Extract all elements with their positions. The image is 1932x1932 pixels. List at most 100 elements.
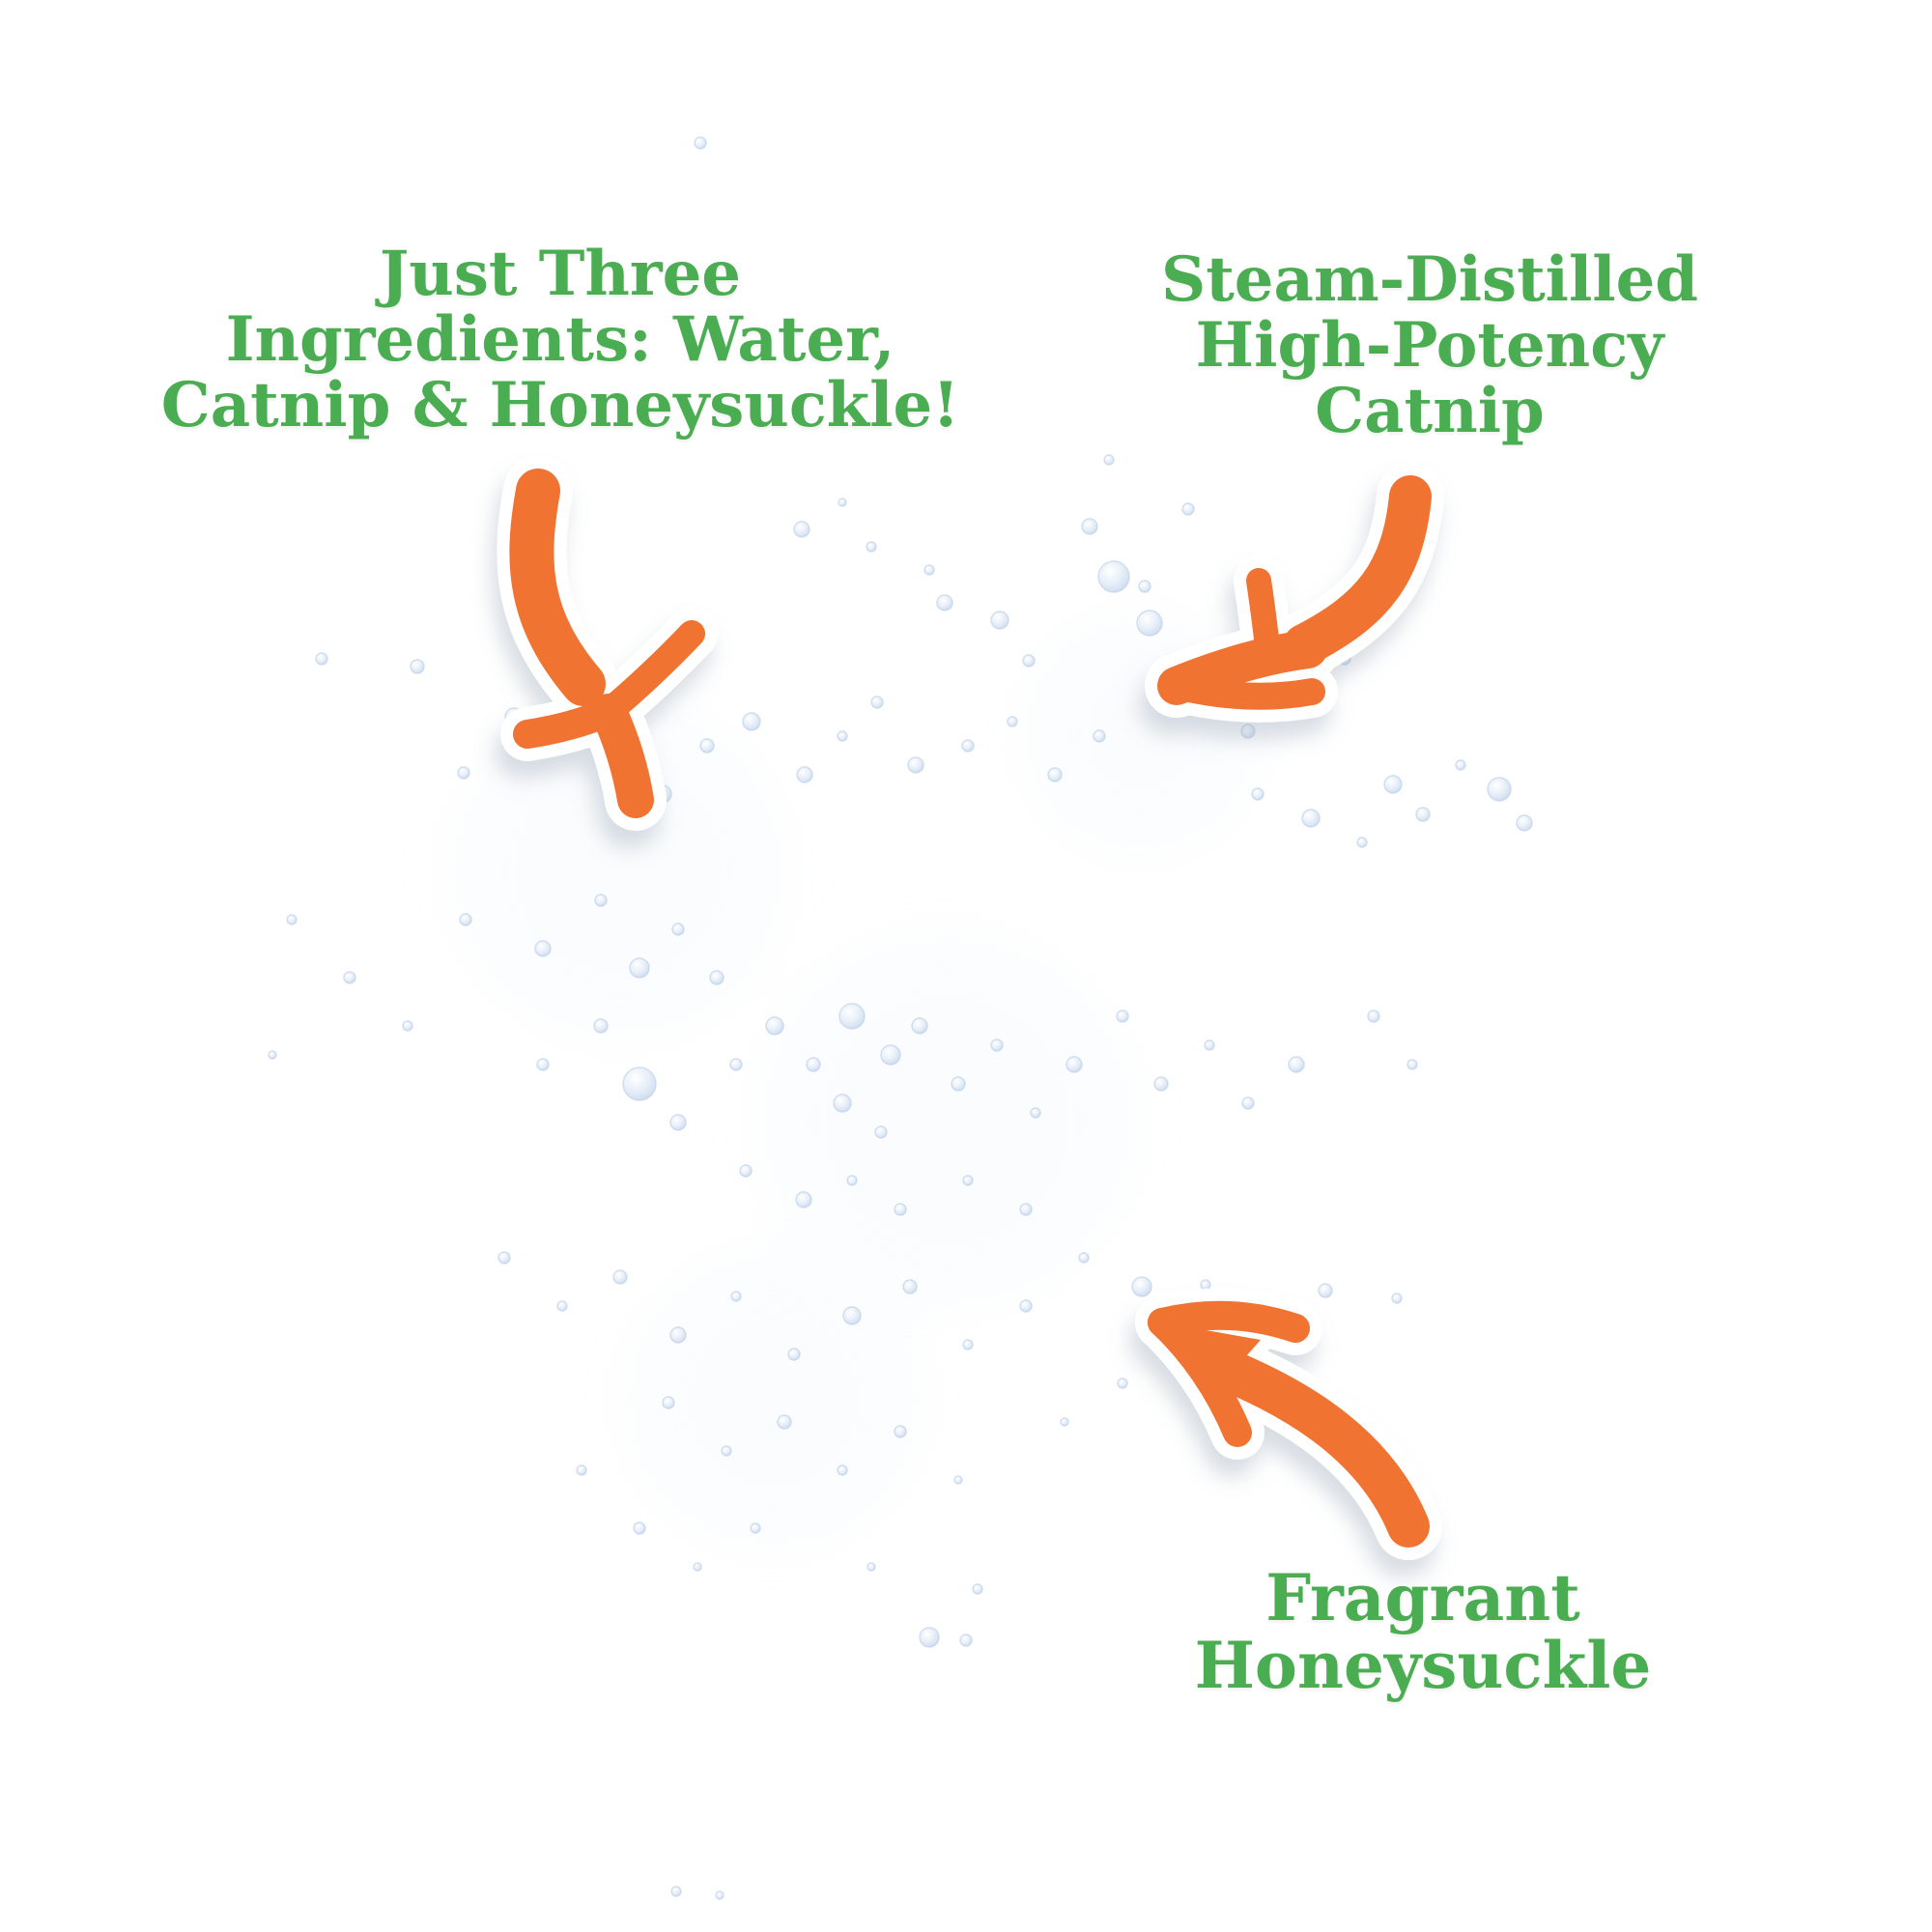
water-droplet [961, 739, 975, 753]
water-droplet [1117, 1378, 1128, 1389]
water-droplet [1022, 654, 1036, 668]
water-droplet [1093, 729, 1106, 743]
water-droplet [1153, 1076, 1169, 1092]
water-droplet [1406, 1059, 1418, 1070]
water-droplet [1251, 787, 1264, 801]
callout-catnip: Steam-Distilled High-Potency Catnip [1092, 247, 1768, 443]
water-droplet [1288, 1056, 1305, 1073]
water-droplet [870, 696, 884, 709]
ingredients-arrow-icon [497, 456, 718, 831]
water-droplet [1487, 777, 1512, 802]
water-droplet [787, 1348, 801, 1361]
water-droplet [669, 1114, 687, 1131]
water-droplet [694, 136, 707, 150]
water-droplet [536, 1058, 550, 1071]
water-droplet [1383, 775, 1403, 794]
water-droplet [1415, 807, 1431, 822]
water-droplet [833, 1094, 852, 1113]
water-droplet [1103, 454, 1115, 466]
water-droplet [699, 738, 715, 753]
water-droplet [315, 652, 328, 666]
water-droplet [907, 756, 924, 774]
water-droplet [866, 541, 877, 553]
water-droplet [842, 1306, 862, 1325]
callout-catnip-line2: High-Potency [1195, 308, 1664, 382]
water-droplet [1081, 518, 1098, 535]
callout-ingredients: Just Three Ingredients: Water, Catnip & … [135, 242, 985, 438]
callout-honeysuckle: Fragrant Honeysuckle [1085, 1560, 1761, 1703]
water-droplet [1078, 1252, 1090, 1264]
water-droplet [1391, 1293, 1403, 1304]
honeysuckle-arrow-icon [1135, 1288, 1442, 1560]
callout-honeysuckle-line2: Honeysuckle [1194, 1627, 1652, 1703]
water-droplet [1116, 1009, 1129, 1023]
water-droplet [962, 1339, 974, 1350]
water-droplet [715, 1890, 724, 1900]
water-droplet [793, 521, 810, 538]
water-droplet [457, 766, 470, 780]
water-droplet [402, 1020, 413, 1032]
water-droplet [534, 940, 552, 957]
water-droplet [1060, 1417, 1069, 1427]
water-droplet [1516, 814, 1533, 832]
water-droplet [894, 1203, 907, 1216]
water-droplet [629, 957, 650, 979]
water-droplet [594, 894, 608, 907]
water-droplet [902, 1279, 918, 1294]
water-droplet [750, 1522, 761, 1534]
water-droplet [671, 923, 685, 936]
water-droplet [693, 1562, 702, 1572]
water-droplet [739, 1164, 753, 1178]
water-droplet [1241, 1096, 1255, 1110]
water-droplet [729, 1058, 743, 1071]
water-droplet [936, 594, 953, 611]
catnip-arrow-icon [1145, 463, 1444, 723]
water-droplet [593, 1018, 609, 1034]
water-droplet [497, 1251, 511, 1264]
water-droplet [838, 497, 847, 507]
water-droplet [837, 730, 848, 742]
callout-honeysuckle-line1: Fragrant [1265, 1560, 1580, 1635]
water-droplet [556, 1300, 568, 1312]
water-droplet [1240, 724, 1256, 739]
water-droplet [1181, 502, 1195, 516]
water-droplet [633, 1521, 646, 1535]
water-droplet [730, 1291, 742, 1302]
water-droplet [806, 1057, 821, 1072]
water-droplet [959, 1634, 973, 1647]
water-droplet [838, 1003, 866, 1030]
water-droplet [1131, 1276, 1152, 1297]
water-droplet [1301, 809, 1321, 828]
water-droplet [1030, 1107, 1041, 1119]
water-droplet [962, 1175, 974, 1186]
callout-ingredients-line3: Catnip & Honeysuckle! [160, 368, 960, 441]
water-droplet [880, 1044, 901, 1065]
callout-ingredients-line1: Just Three [380, 238, 741, 310]
water-droplet [919, 1627, 940, 1648]
water-droplet [777, 1414, 792, 1430]
water-droplet [1455, 759, 1466, 771]
water-droplet [911, 1017, 928, 1035]
water-droplet [709, 970, 724, 985]
water-droplet [662, 1396, 675, 1409]
water-droplet [795, 1191, 812, 1208]
water-droplet [1367, 1009, 1380, 1023]
callout-catnip-line1: Steam-Distilled [1160, 243, 1699, 316]
water-droplet [1204, 1039, 1215, 1051]
water-droplet [410, 659, 425, 674]
water-droplet [343, 971, 356, 984]
water-droplet [1019, 1203, 1033, 1216]
water-droplet [1356, 837, 1368, 848]
water-droplet [796, 766, 813, 783]
water-droplet [1007, 716, 1018, 727]
water-droplet [951, 1076, 966, 1092]
water-droplet [1019, 1299, 1033, 1313]
callout-catnip-line3: Catnip [1315, 374, 1545, 447]
water-droplet [1200, 1279, 1211, 1291]
water-droplet [576, 1464, 587, 1476]
callout-ingredients-line2: Ingredients: Water, [225, 302, 895, 376]
water-droplet [837, 1464, 848, 1476]
water-droplet [1138, 580, 1151, 593]
